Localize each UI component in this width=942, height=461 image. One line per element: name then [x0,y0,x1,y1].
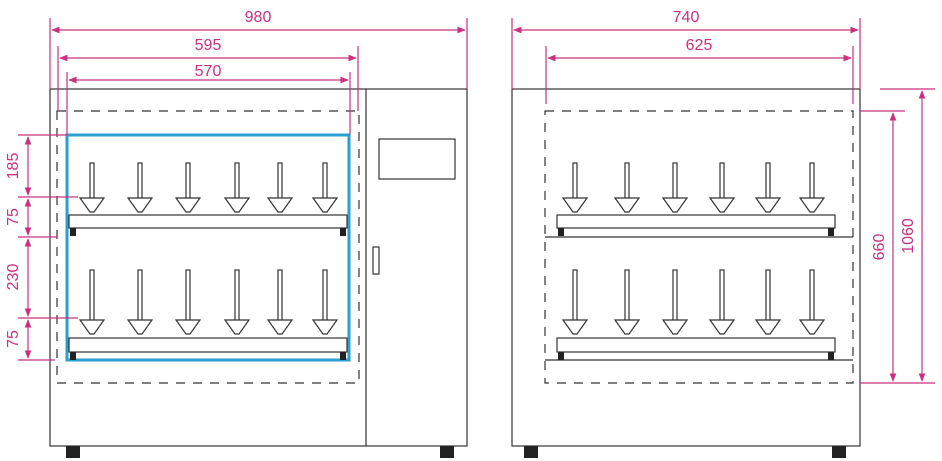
dim-depth-overall: 740 [673,9,700,26]
dim-top-gap: 185 [5,153,22,180]
flask-clamp [754,162,782,213]
door-handle [372,246,380,275]
flask-clamp [174,269,202,335]
front-view: 980 595 570 185 75 230 75 [5,9,468,458]
flask-clamp [661,269,689,335]
flask-clamp [78,269,106,335]
chamber-frame [65,133,351,362]
dim-mid-gap: 230 [5,264,22,291]
shelf-support [340,352,346,360]
shelf-support [70,228,76,236]
leveling-foot [832,446,846,458]
lower-shelf-side [556,337,836,353]
dim-height-inner: 660 [871,234,888,261]
flask-clamp [754,269,782,335]
dim-width-inner: 595 [195,37,222,54]
flask-clamp [223,269,251,335]
side-view: 740 625 660 1060 [511,9,935,458]
dim-shelf-2: 75 [5,330,22,348]
flask-clamp [174,162,202,213]
lower-shelf [68,337,348,353]
flask-clamp [266,162,294,213]
flask-clamp [661,162,689,213]
cabinet-body-side [511,88,861,447]
flask-clamp [126,162,154,213]
flask-clamp [126,269,154,335]
flask-clamp [613,162,641,213]
leveling-foot [440,446,454,458]
flask-clamp [613,269,641,335]
leveling-foot [66,446,80,458]
flask-clamp [561,269,589,335]
flask-clamp [561,162,589,213]
inner-chamber-outline [56,110,360,384]
shelf-support [340,228,346,236]
dim-depth-inner: 625 [686,37,713,54]
flask-clamp [78,162,106,213]
flask-clamp [266,269,294,335]
flask-clamp [311,162,339,213]
shelf-support [70,352,76,360]
flask-clamp [311,269,339,335]
flask-clamp [223,162,251,213]
dim-height-overall: 1060 [900,218,917,254]
flask-clamp [798,162,826,213]
upper-shelf-side [556,214,836,229]
inner-chamber-outline-side [544,110,854,384]
leveling-foot [524,446,538,458]
flask-clamp [798,269,826,335]
flask-clamp [708,269,736,335]
upper-shelf [68,214,348,229]
flask-clamp [708,162,736,213]
control-display [378,138,456,180]
dim-width-chamber: 570 [195,63,222,80]
dim-shelf-1: 75 [5,208,22,226]
dim-width-overall: 980 [245,9,272,26]
